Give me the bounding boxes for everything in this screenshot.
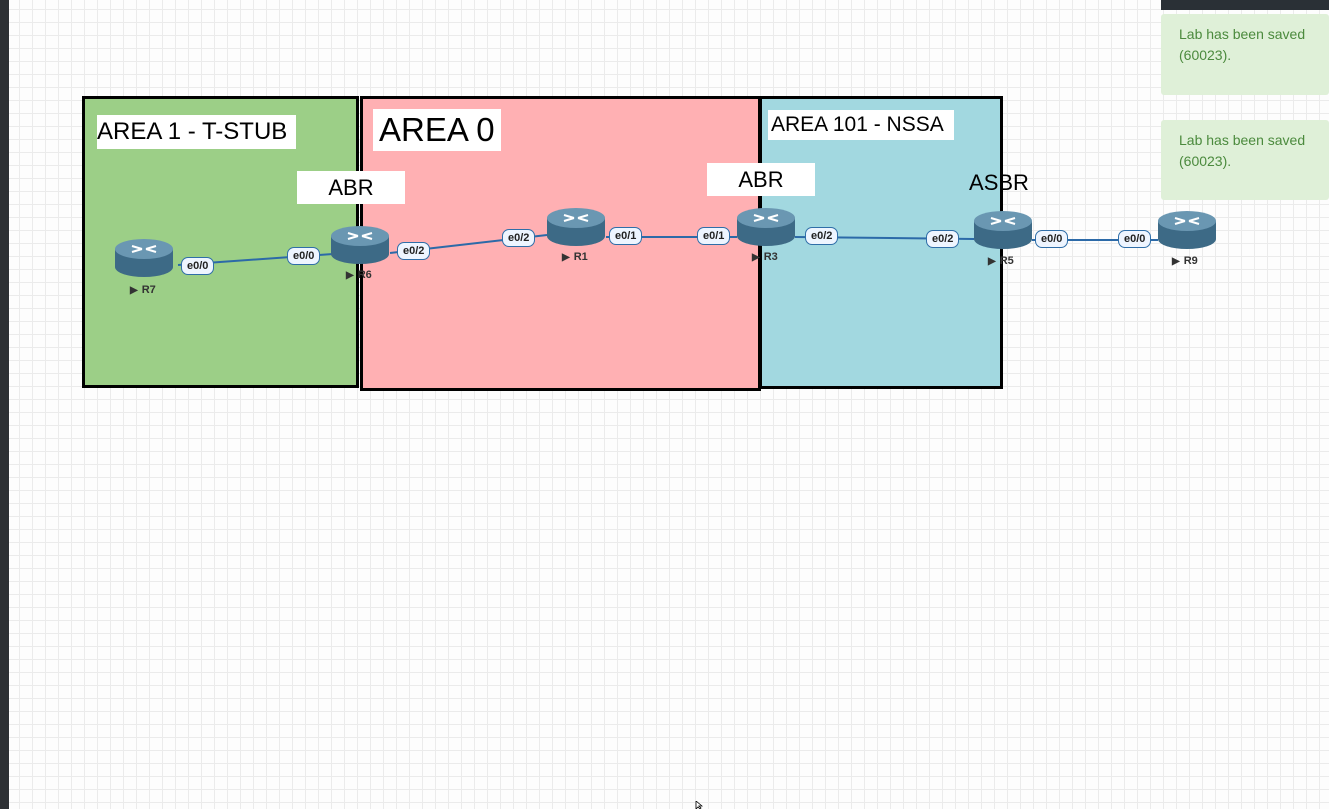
router-r1-name[interactable]: ▶R1 bbox=[562, 251, 588, 263]
left-window-edge bbox=[0, 0, 9, 809]
play-icon[interactable]: ▶ bbox=[562, 252, 570, 263]
router-r5-name[interactable]: ▶R5 bbox=[988, 255, 1014, 267]
iface-r3-e0-2[interactable]: e0/2 bbox=[805, 227, 839, 245]
router-r9-icon[interactable] bbox=[1157, 209, 1217, 251]
save-notification[interactable]: Lab has been saved (60023). bbox=[1161, 14, 1329, 95]
play-icon[interactable]: ▶ bbox=[346, 270, 354, 281]
area-1-label[interactable]: AREA 1 - T-STUB bbox=[97, 115, 296, 149]
iface-r6-e0-0[interactable]: e0/0 bbox=[287, 247, 321, 265]
abr-r6-label[interactable]: ABR bbox=[297, 171, 405, 204]
iface-r3-e0-1[interactable]: e0/1 bbox=[697, 227, 731, 245]
play-icon[interactable]: ▶ bbox=[752, 252, 760, 263]
play-icon[interactable]: ▶ bbox=[130, 285, 138, 296]
router-r7-icon[interactable] bbox=[114, 237, 174, 279]
play-icon[interactable]: ▶ bbox=[1172, 256, 1180, 267]
iface-r5-e0-2[interactable]: e0/2 bbox=[926, 230, 960, 248]
router-r3-icon[interactable] bbox=[736, 206, 796, 248]
area-101-label[interactable]: AREA 101 - NSSA bbox=[768, 110, 954, 140]
router-r9-name[interactable]: ▶R9 bbox=[1172, 255, 1198, 267]
asbr-r5-label[interactable]: ASBR bbox=[969, 170, 1029, 195]
router-r6-name[interactable]: ▶R6 bbox=[346, 269, 372, 281]
router-r3-name[interactable]: ▶R3 bbox=[752, 251, 778, 263]
save-notification[interactable]: Lab has been saved (60023). bbox=[1161, 120, 1329, 200]
iface-r6-e0-2[interactable]: e0/2 bbox=[397, 242, 431, 260]
mouse-cursor-icon bbox=[695, 801, 703, 809]
play-icon[interactable]: ▶ bbox=[988, 256, 996, 267]
area-101-box[interactable] bbox=[759, 96, 1003, 389]
area-0-label[interactable]: AREA 0 bbox=[373, 109, 501, 151]
router-r6-icon[interactable] bbox=[330, 224, 390, 266]
iface-r9-e0-0[interactable]: e0/0 bbox=[1118, 230, 1152, 248]
iface-r1-e0-1[interactable]: e0/1 bbox=[609, 227, 643, 245]
router-r5-icon[interactable] bbox=[973, 209, 1033, 251]
notification-header-strip bbox=[1161, 0, 1329, 10]
iface-r7-e0-0[interactable]: e0/0 bbox=[181, 257, 215, 275]
router-r1-icon[interactable] bbox=[546, 206, 606, 248]
iface-r1-e0-2[interactable]: e0/2 bbox=[502, 229, 536, 247]
router-r7-name[interactable]: ▶R7 bbox=[130, 284, 156, 296]
abr-r3-label[interactable]: ABR bbox=[707, 163, 815, 196]
iface-r5-e0-0[interactable]: e0/0 bbox=[1035, 230, 1069, 248]
